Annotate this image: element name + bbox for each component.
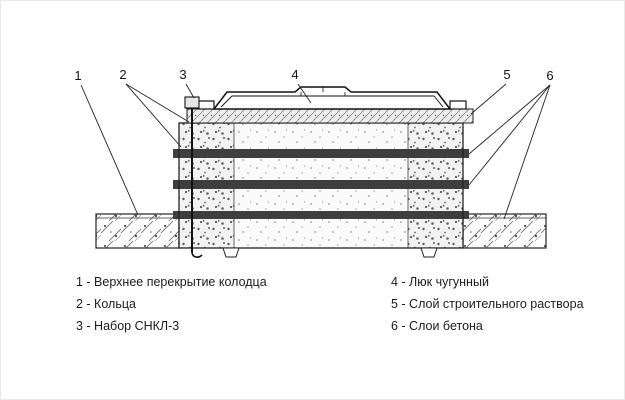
cast-iron-hatch bbox=[197, 86, 467, 110]
base-bolt-right bbox=[420, 247, 438, 258]
ground-slab-right bbox=[462, 213, 547, 249]
legend-item-3: 3 - Набор СНКЛ-3 bbox=[76, 319, 180, 333]
callout-6: 6 bbox=[546, 68, 553, 83]
mortar-layer bbox=[186, 108, 474, 124]
snkl-set bbox=[184, 96, 203, 258]
legend-item-2: 2 - Кольца bbox=[76, 297, 136, 311]
ground-slab-left bbox=[95, 213, 180, 249]
callout-5: 5 bbox=[503, 67, 510, 82]
callout-2: 2 bbox=[119, 67, 126, 82]
legend-item-6: 6 - Слои бетона bbox=[391, 319, 483, 333]
legend-column-left: 1 - Верхнее перекрытие колодца 2 - Кольц… bbox=[76, 271, 376, 337]
callout-3: 3 bbox=[179, 67, 186, 82]
legend-column-right: 4 - Люк чугунный 5 - Слой строительного … bbox=[391, 271, 621, 337]
legend-item-4: 4 - Люк чугунный bbox=[391, 275, 489, 289]
concrete-joint-bands bbox=[173, 149, 469, 219]
legend-item-5: 5 - Слой строительного раствора bbox=[391, 297, 584, 311]
legend-item-1: 1 - Верхнее перекрытие колодца bbox=[76, 275, 267, 289]
callout-1: 1 bbox=[74, 68, 81, 83]
leader-lines bbox=[80, 83, 551, 220]
callout-numbers: 1 2 3 4 5 6 bbox=[74, 67, 553, 83]
concrete-rings bbox=[173, 122, 469, 258]
callout-4: 4 bbox=[291, 67, 298, 82]
base-bolt-left bbox=[222, 247, 240, 258]
well-section-diagram: 1 2 3 4 5 6 bbox=[74, 67, 554, 258]
